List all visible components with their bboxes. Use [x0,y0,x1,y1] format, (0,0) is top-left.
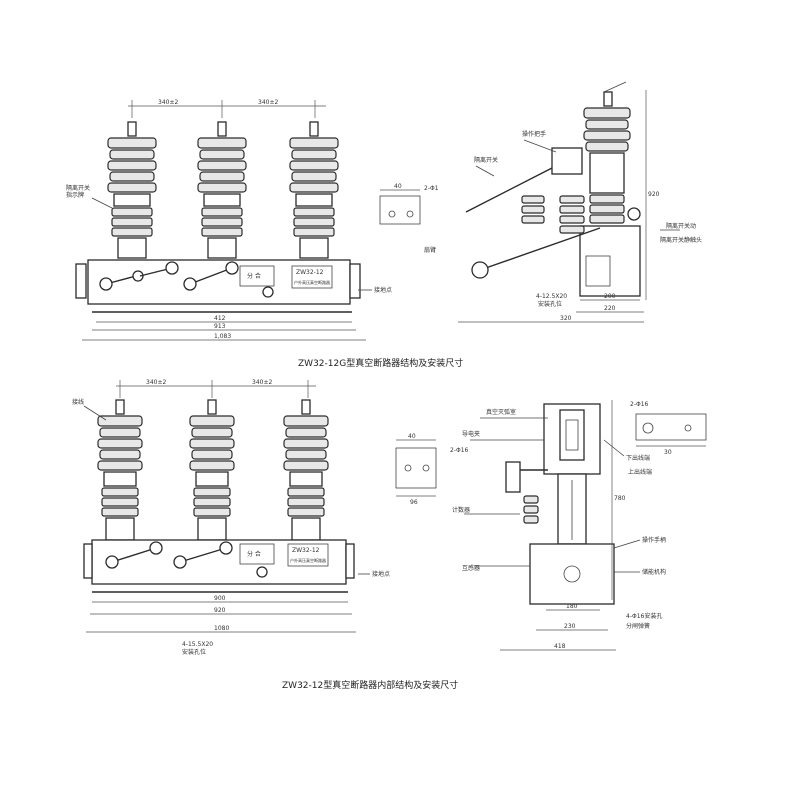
bottom-side-view: 40 96 2-Φ16 30 2-Φ16 780 18 [395,400,707,651]
bottom-pole-left [97,399,143,541]
top-width-2: 913 [214,323,226,330]
top-counter-dial [262,286,274,298]
bottom-nameplate [287,543,329,567]
top-side-label-f: 安装孔位 [538,300,562,308]
top-side-dim-c: 200 [604,293,616,300]
bottom-pitch-right-label: 340±2 [252,379,272,386]
bottom-side-height: 780 [614,495,626,502]
top-detail-dim-40: 40 [394,183,402,190]
bottom-mounting-detail-right: 30 2-Φ16 [630,401,707,456]
top-front-view: 340±2 340±2 [66,99,392,341]
top-width-1: 412 [214,315,226,322]
bottom-mechanism-housing [529,543,615,605]
bottom-isolating-links [105,541,233,569]
top-detail-holes: 2-Φ1 [424,185,439,192]
top-panel-mark: 分 合 [247,272,261,280]
top-side-support-insulator [521,195,585,234]
bottom-side-label-i: 分闸弹簧 [626,622,650,630]
bottom-tank-body [91,539,347,585]
top-side-isolating-blade [465,81,641,279]
top-width-3: 1,083 [214,333,231,340]
bottom-side-label-c: 下出线端 [626,454,650,462]
bottom-side-label-j: 互感器 [462,564,480,572]
bottom-panel-mark: 分 合 [247,550,261,558]
bottom-mounting-detail-left: 40 96 2-Φ16 [395,433,469,506]
top-pole-right [289,121,339,259]
top-right-callout: 接地点 [374,286,392,294]
top-mounting-detail: 40 2-Φ1 扇臂 [379,183,439,254]
top-side-insulator [579,91,641,297]
bottom-pole-middle [189,399,235,541]
top-left-callout: 隔离开关指示牌 [66,184,90,199]
bottom-width-1: 900 [214,595,226,602]
bottom-width-3: 1080 [214,625,229,632]
bottom-side-dim-b: 180 [566,603,578,610]
bottom-width-2: 920 [214,607,226,614]
top-isolating-links [99,261,239,291]
top-control-panel [239,265,275,287]
bottom-side-dim-c: 230 [564,623,576,630]
bottom-detail-dim-96: 96 [410,499,418,506]
top-nameplate-line-1: ZW32-12 [296,269,324,276]
bottom-side-label-h: 4-Φ16安装孔 [626,612,662,620]
bottom-pole-right [283,399,329,541]
top-tank-body [87,259,351,305]
bottom-side-label-g: 储能机构 [642,568,666,576]
bottom-side-label-e: 计数器 [452,506,470,514]
bottom-side-label-b: 导电夹 [462,430,480,438]
top-pitch-left-label: 340±2 [158,99,178,106]
top-nameplate-line-2: 户外高压真空断路器 [294,279,330,285]
top-pole-left [107,121,157,259]
top-pole-middle [197,121,247,259]
bottom-detail-dim-40: 40 [408,433,416,440]
top-detail-callout: 扇臂 [424,246,436,254]
bottom-pitch-left-label: 340±2 [146,379,166,386]
top-side-dim-a: 320 [560,315,572,322]
top-side-label-a: 隔离开关 [474,156,498,164]
bottom-holes-label: 4-15.5X20 [182,641,213,648]
top-side-dim-b: 220 [604,305,616,312]
bottom-side-label-a: 真空灭弧室 [486,408,516,416]
bottom-right-detail-holes: 2-Φ16 [630,401,649,408]
bottom-right-detail-dim: 30 [664,449,672,456]
top-side-label-b: 操作把手 [522,130,546,138]
top-caption: ZW32-12G型真空断路器结构及安装尺寸 [298,357,463,369]
bottom-nameplate-line-1: ZW32-12 [292,547,320,554]
top-side-label-e: 4-12.5X20 [536,293,567,300]
top-side-label-c: 隔离开关动 [666,222,696,230]
bottom-holes-sub: 安装孔位 [182,648,206,656]
top-nameplate [291,265,333,289]
bottom-side-dim-d: 418 [554,643,566,650]
bottom-left-callout: 接线 [72,398,84,406]
bottom-right-callout: 接地点 [372,570,390,578]
bottom-side-label-d: 上出线端 [628,468,652,476]
bottom-detail-holes: 2-Φ16 [450,447,469,454]
bottom-front-view: 340±2 340±2 [72,379,390,656]
top-pitch-right-label: 340±2 [258,99,278,106]
top-side-height: 920 [648,191,660,198]
top-side-label-d: 隔离开关静触头 [660,236,702,244]
bottom-side-label-f: 操作手柄 [642,536,666,544]
top-side-view: 40 2-Φ1 扇臂 [379,81,702,323]
bottom-control-panel [239,543,275,565]
bottom-caption: ZW32-12型真空断路器内部结构及安装尺寸 [282,679,458,691]
bottom-nameplate-line-2: 户外高压真空断路器 [290,557,326,563]
